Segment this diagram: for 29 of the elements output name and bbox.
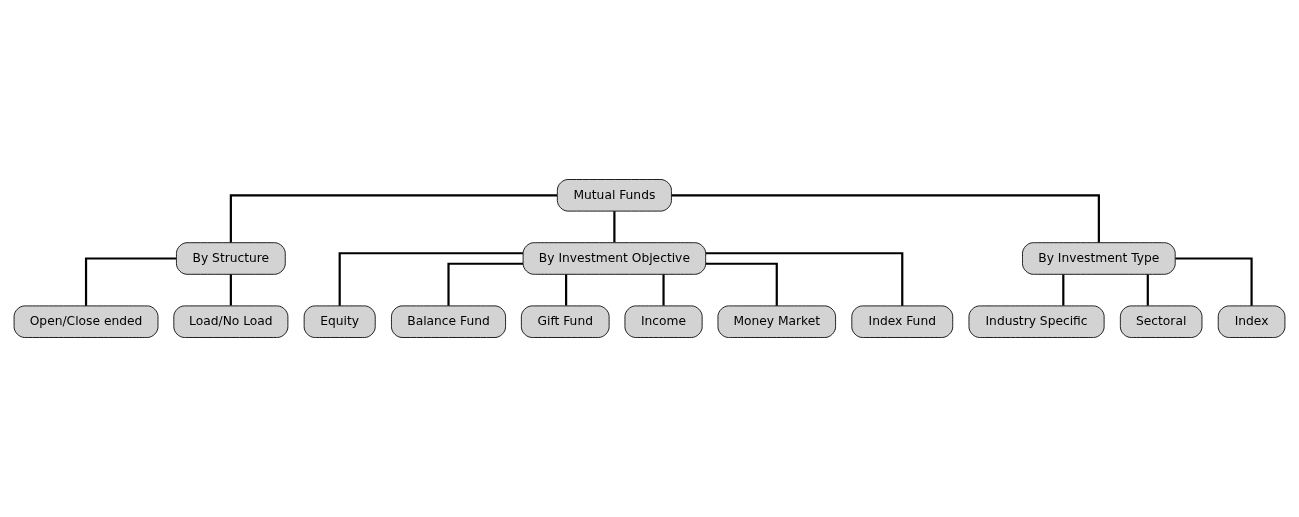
connector (229, 274, 232, 306)
connector (1062, 274, 1065, 306)
node-box: Open/Close ended (13, 305, 159, 338)
node-box: Industry Specific (968, 305, 1105, 338)
connector (705, 252, 904, 306)
node-box: Load/No Load (173, 305, 289, 338)
connector (705, 262, 778, 306)
connector (338, 252, 523, 306)
node-box: Index (1217, 305, 1286, 338)
node-box: By Investment Objective (522, 242, 707, 275)
node-box: Money Market (717, 305, 836, 338)
node-box: By Structure (176, 242, 286, 275)
node-box: Balance Fund (391, 305, 506, 338)
connector (671, 194, 1100, 243)
node-box: By Investment Type (1022, 242, 1176, 275)
connector (613, 211, 616, 243)
connector (662, 274, 665, 306)
node-box: Index Fund (851, 305, 954, 338)
connector (447, 262, 523, 306)
connector (229, 194, 557, 243)
connector (84, 257, 177, 306)
connector (1175, 257, 1253, 306)
connector (565, 274, 568, 306)
node-box: Equity (303, 305, 376, 338)
connector (1146, 274, 1149, 306)
node-box: Income (624, 305, 703, 338)
node-box: Gift Fund (520, 305, 610, 338)
node-box: Mutual Funds (556, 179, 672, 212)
node-box: Sectoral (1119, 305, 1203, 338)
